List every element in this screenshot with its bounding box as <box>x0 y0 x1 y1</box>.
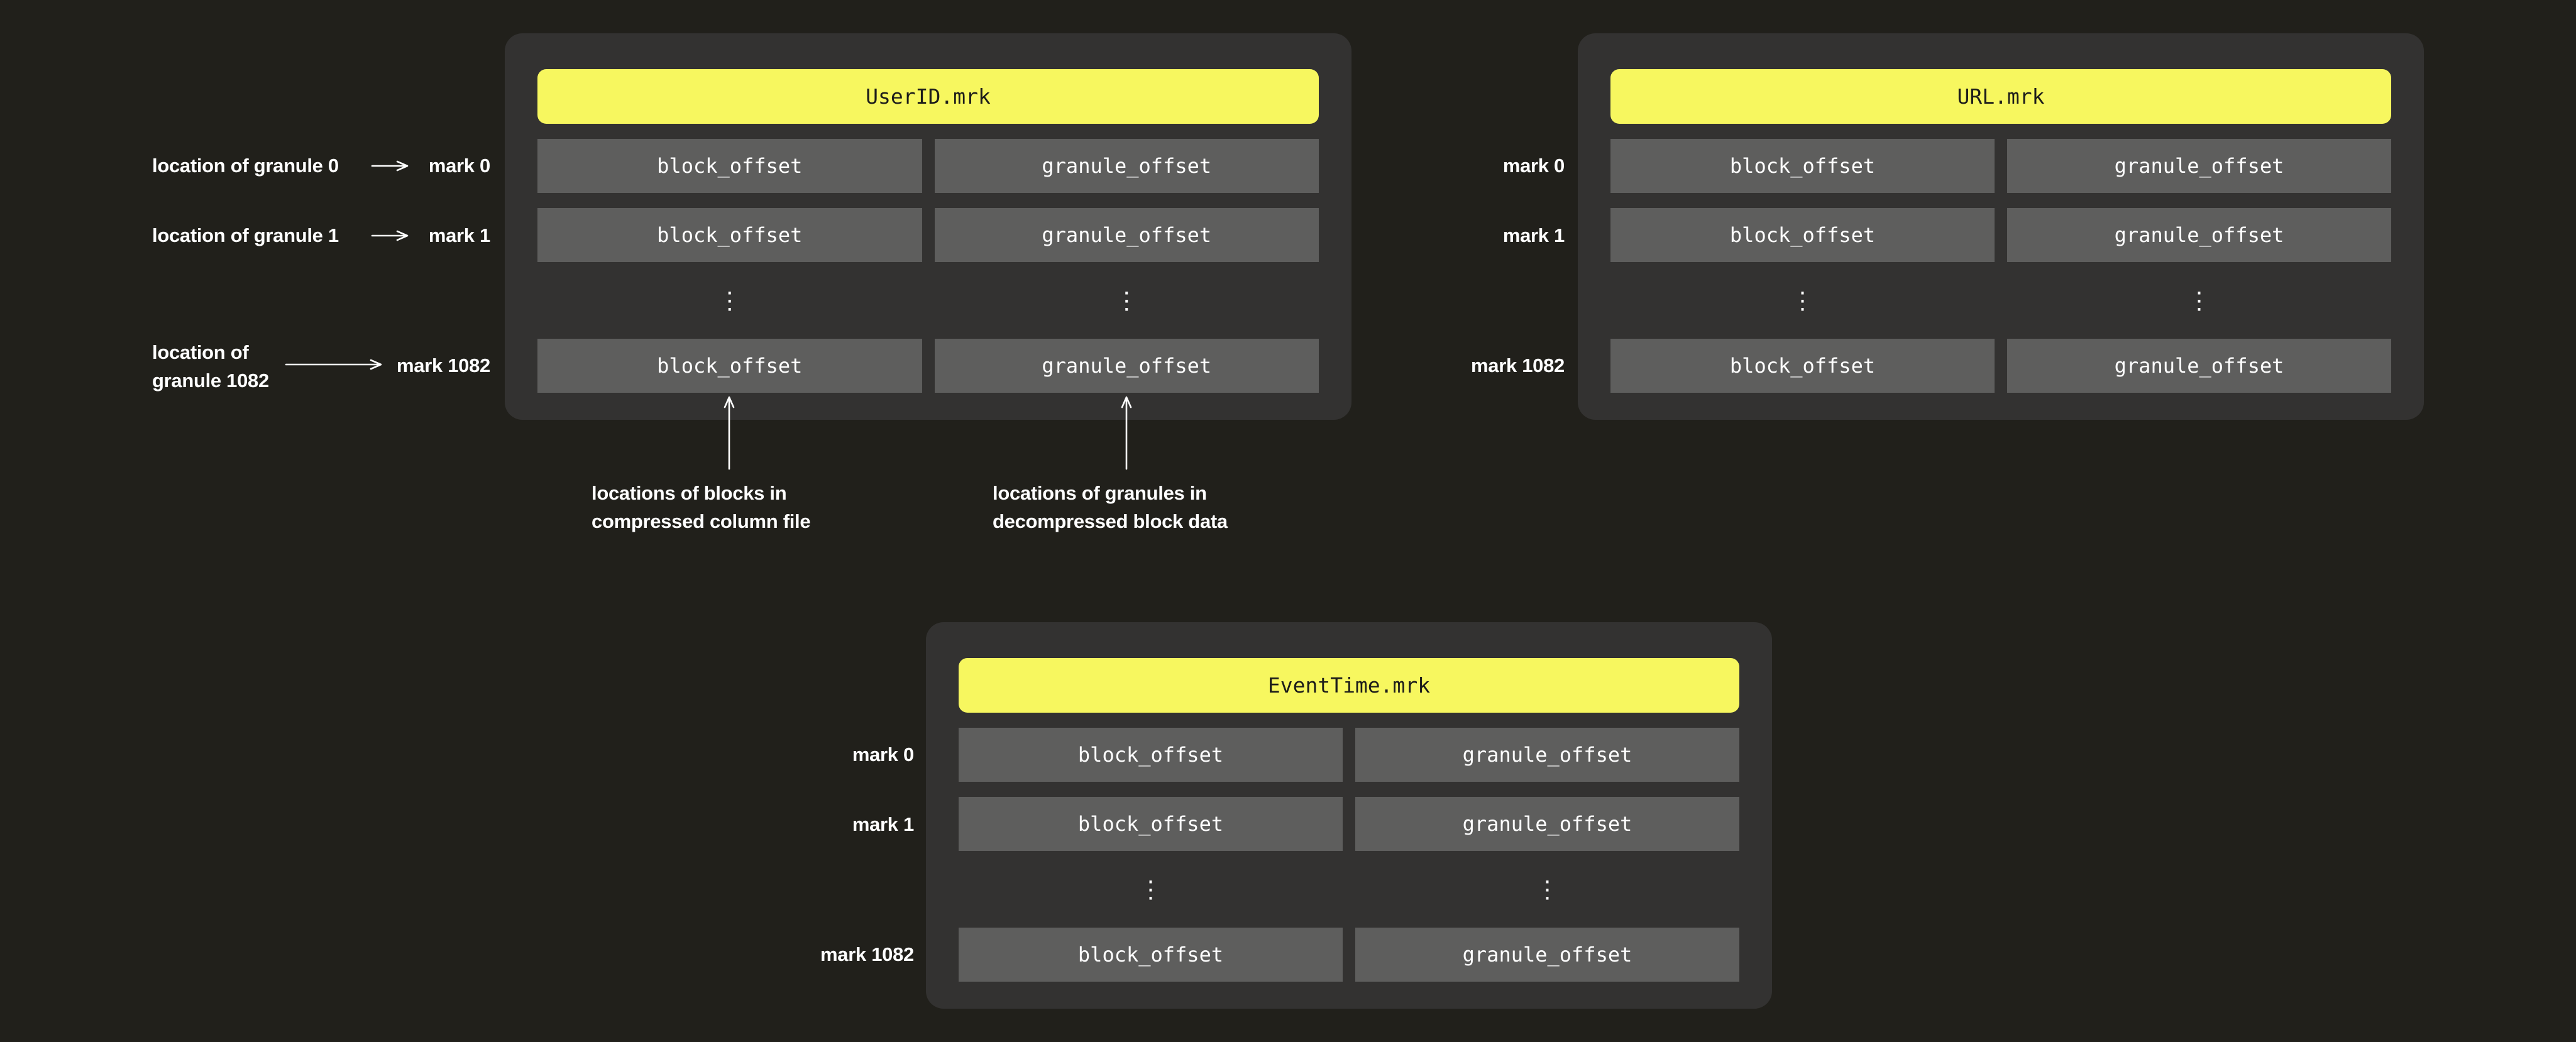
vertical-ellipsis-icon: ⋮ <box>1535 875 1560 903</box>
vertical-ellipsis-icon: ⋮ <box>1138 875 1163 903</box>
mark-1-label: mark 1 <box>428 224 490 246</box>
userid-mark1-block-offset-cell: block_offset <box>537 208 922 262</box>
userid-mark0-granule-offset-cell: granule_offset <box>934 139 1319 193</box>
eventtime-mark1082-granule-offset-cell: granule_offset <box>1355 928 1739 982</box>
vertical-ellipsis-icon: ⋮ <box>1115 287 1139 314</box>
table-row: block_offset granule_offset <box>1610 208 2391 262</box>
eventtime-mark0-block-offset-cell: block_offset <box>959 728 1343 782</box>
table-row: block_offset granule_offset <box>959 928 1739 982</box>
userid-mark1-granule-offset-cell: granule_offset <box>934 208 1319 262</box>
table-row: block_offset granule_offset <box>537 139 1319 193</box>
annotation-line: compressed column file <box>592 510 811 532</box>
mark-1-label: mark 1 <box>1502 224 1565 246</box>
granule1082-to-mark1082-arrow <box>285 359 382 370</box>
caption-location-of-granule-0: location of granule 0 <box>152 155 339 177</box>
caption-line: location of <box>152 341 249 363</box>
eventtime-mark1-granule-offset-cell: granule_offset <box>1355 797 1739 851</box>
annotation-line: locations of granules in <box>993 482 1207 504</box>
eventtime-mark0-granule-offset-cell: granule_offset <box>1355 728 1739 782</box>
eventtime-mrk-title: EventTime.mrk <box>959 658 1739 713</box>
table-row: block_offset granule_offset <box>1610 139 2391 193</box>
mark-1-label: mark 1 <box>852 813 914 835</box>
annotation-granules-location: locations of granules in decompressed bl… <box>993 479 1228 535</box>
granule1-to-mark1-arrow <box>371 230 409 241</box>
mark-1082-label: mark 1082 <box>820 943 914 965</box>
url-mark1082-granule-offset-cell: granule_offset <box>2007 339 2391 393</box>
url-mark1-granule-offset-cell: granule_offset <box>2007 208 2391 262</box>
userid-mrk-panel: UserID.mrk block_offset granule_offset b… <box>505 33 1351 420</box>
mark-1082-label: mark 1082 <box>397 354 490 376</box>
url-mark0-granule-offset-cell: granule_offset <box>2007 139 2391 193</box>
table-row: block_offset granule_offset <box>1610 339 2391 393</box>
eventtime-ellipsis-row: ⋮ ⋮ <box>959 866 1739 913</box>
userid-mrk-title: UserID.mrk <box>537 69 1319 124</box>
mark-1082-label: mark 1082 <box>1471 354 1565 376</box>
url-mark1-block-offset-cell: block_offset <box>1610 208 1995 262</box>
vertical-ellipsis-icon: ⋮ <box>2187 287 2211 314</box>
caption-location-of-granule-1082: location of granule 1082 <box>152 338 269 395</box>
granule0-to-mark0-arrow <box>371 160 409 172</box>
table-row: block_offset granule_offset <box>959 728 1739 782</box>
annotation-line: decompressed block data <box>993 510 1228 532</box>
vertical-ellipsis-icon: ⋮ <box>1790 287 1815 314</box>
table-row: block_offset granule_offset <box>959 797 1739 851</box>
eventtime-mark1082-block-offset-cell: block_offset <box>959 928 1343 982</box>
table-row: block_offset granule_offset <box>537 208 1319 262</box>
userid-ellipsis-row: ⋮ ⋮ <box>537 277 1319 324</box>
annotation-blocks-location: locations of blocks in compressed column… <box>592 479 811 535</box>
annotation-line: locations of blocks in <box>592 482 787 504</box>
mark-0-label: mark 0 <box>428 155 490 177</box>
url-mark0-block-offset-cell: block_offset <box>1610 139 1995 193</box>
userid-mark1082-granule-offset-cell: granule_offset <box>934 339 1319 393</box>
mark-0-label: mark 0 <box>1502 155 1565 177</box>
userid-mark1082-block-offset-cell: block_offset <box>537 339 922 393</box>
url-mrk-panel: URL.mrk block_offset granule_offset bloc… <box>1578 33 2424 420</box>
eventtime-mrk-panel: EventTime.mrk block_offset granule_offse… <box>926 622 1772 1009</box>
userid-mark0-block-offset-cell: block_offset <box>537 139 922 193</box>
caption-line: granule 1082 <box>152 370 269 392</box>
url-mark1082-block-offset-cell: block_offset <box>1610 339 1995 393</box>
caption-location-of-granule-1: location of granule 1 <box>152 224 339 246</box>
url-ellipsis-row: ⋮ ⋮ <box>1610 277 2391 324</box>
table-row: block_offset granule_offset <box>537 339 1319 393</box>
eventtime-mark1-block-offset-cell: block_offset <box>959 797 1343 851</box>
vertical-ellipsis-icon: ⋮ <box>717 287 742 314</box>
mark-0-label: mark 0 <box>852 743 914 765</box>
url-mrk-title: URL.mrk <box>1610 69 2391 124</box>
